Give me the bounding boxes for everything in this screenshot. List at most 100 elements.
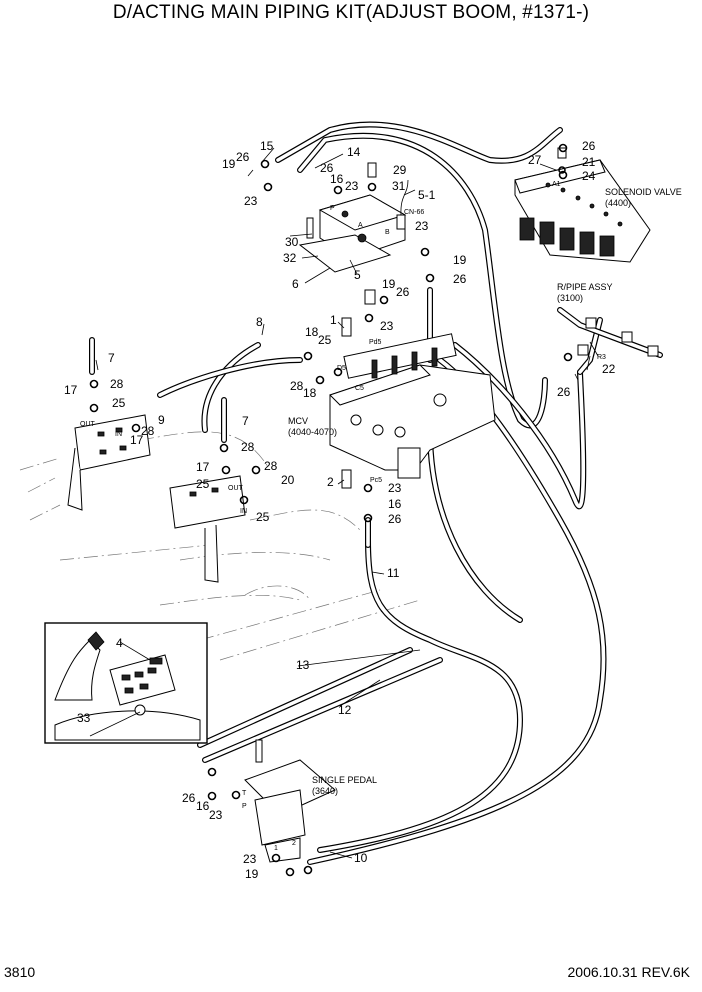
page-title: D/ACTING MAIN PIPING KIT(ADJUST BOOM, #1… [112,2,590,23]
port-cn66: CN-66 [404,209,424,216]
callout-26: 26 [557,385,571,399]
port-pc5: Pc5 [370,477,382,484]
callout-17: 17 [196,460,210,474]
leader-lines [89,147,599,859]
callout-27: 27 [528,153,542,167]
callout-26: 26 [453,272,467,286]
callout-6: 6 [292,277,299,291]
callout-5-1: 5-1 [418,188,436,202]
callout-26: 26 [396,285,410,299]
part-callouts: 15 19 26 14 26 16 23 29 31 5-1 23 30 32 … [64,139,616,881]
port-p: P [330,205,335,212]
callout-10: 10 [354,851,368,865]
callout-32: 32 [283,251,297,265]
callout-24: 24 [582,169,596,183]
port-out-1: OUT [80,421,96,428]
callout-7: 7 [242,414,249,428]
callout-28: 28 [241,440,255,454]
callout-11: 11 [387,566,400,580]
callout-23: 23 [209,808,223,822]
callout-13: 13 [296,658,310,672]
callout-19: 19 [453,253,467,267]
callout-28: 28 [264,459,278,473]
callout-12: 12 [338,703,352,717]
port-out-2: OUT [228,485,244,492]
callout-16: 16 [388,497,402,511]
port-d5: D5 [337,365,346,372]
callout-33: 33 [77,711,91,725]
port-in-2: IN [240,508,247,515]
callout-7: 7 [108,351,115,365]
machine-outline [19,431,421,661]
callout-5: 5 [354,268,361,282]
callout-2: 2 [327,475,334,489]
port-a: A [358,222,363,229]
port-b: B [385,229,390,236]
callout-4: 4 [116,636,123,650]
callout-23: 23 [388,481,402,495]
callout-28: 28 [290,379,304,393]
callout-29: 29 [393,163,407,177]
callout-21: 21 [582,155,596,169]
callout-18: 18 [303,386,317,400]
callout-1: 1 [330,313,337,327]
solenoid-valve-code: (4400) [605,198,631,208]
port-2-pedal: 2 [292,840,296,847]
mcv-code: (4040-4070) [288,427,337,437]
port-c5: C5 [355,385,364,392]
brackets [67,414,246,583]
callout-17: 17 [64,383,78,397]
assembly-labels: SOLENOID VALVE (4400) R/PIPE ASSY (3100)… [288,187,682,796]
port-labels: A1 P A B CN-66 Pd5 D5 C5 Pc5 R3 OUT IN O… [80,181,606,852]
callout-16: 16 [196,799,210,813]
switch-panel-inset [44,622,208,744]
callout-25: 25 [196,477,210,491]
callout-26: 26 [182,791,196,805]
callout-23: 23 [244,194,258,208]
callout-14: 14 [347,145,361,159]
page-number: 3810 [4,964,36,980]
single-pedal-assembly [244,739,336,863]
callout-18: 18 [305,325,319,339]
callout-26: 26 [320,161,334,175]
callout-8: 8 [256,315,263,329]
valve-block-5 [298,162,409,273]
solenoid-valve-label: SOLENOID VALVE [605,187,682,197]
callout-17: 17 [130,433,144,447]
callout-26: 26 [236,150,250,164]
callout-26: 26 [388,512,402,526]
callout-15: 15 [260,139,274,153]
rpipe-assy-code: (3100) [557,293,583,303]
port-a1: A1 [552,181,561,188]
mcv-label: MCV [288,416,308,426]
callout-23: 23 [243,852,257,866]
callout-28: 28 [110,377,124,391]
callout-19: 19 [222,157,236,171]
callout-19: 19 [245,867,259,881]
callout-25: 25 [318,333,332,347]
single-pedal-label: SINGLE PEDAL [312,775,377,785]
r-pipe-assembly [557,307,663,358]
callout-22: 22 [602,362,616,376]
port-in-1: IN [115,431,122,438]
single-pedal-code: (3640) [312,786,338,796]
port-1-pedal: 1 [274,845,278,852]
callout-20: 20 [281,473,295,487]
callout-28: 28 [141,424,155,438]
solenoid-valve-assembly [514,147,651,263]
port-pd5: Pd5 [369,339,382,346]
callout-25: 25 [112,396,126,410]
callout-16: 16 [330,172,344,186]
callout-23: 23 [345,179,359,193]
callout-31: 31 [392,179,406,193]
mcv-assembly [329,289,496,489]
callout-30: 30 [285,235,299,249]
o-rings [89,143,573,877]
port-t: T [242,790,247,797]
callout-23: 23 [415,219,429,233]
callout-9: 9 [158,413,165,427]
callout-23: 23 [380,319,394,333]
callout-25: 25 [256,510,270,524]
rpipe-assy-label: R/PIPE ASSY [557,282,613,292]
